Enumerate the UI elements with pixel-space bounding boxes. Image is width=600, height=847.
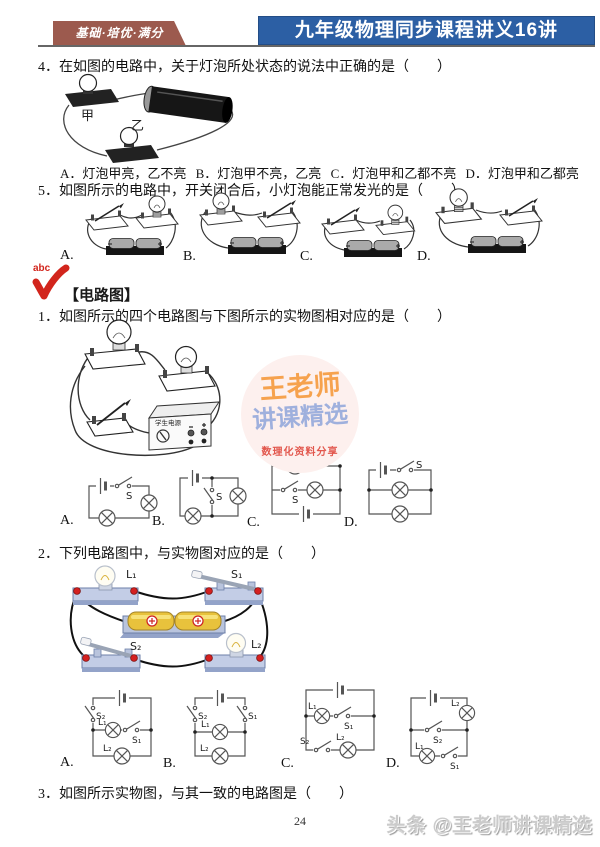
q5-text: 5．如图所示的电路中，开关闭合后，小灯泡能正常发光的是（ ） [38,184,465,199]
q4-text: 4．在如图的电路中，关于灯泡所处状态的说法中正确的是（ ） [38,60,451,75]
q5-label-d: D. [417,249,431,264]
s1-label: S₁ [450,762,460,772]
q2-label-a: A. [60,755,74,770]
s2-label: S₂ [96,712,106,722]
s2-label: S₂ [198,712,208,722]
label-yi: 乙 [131,118,144,133]
q1-circuit-photo: 学生电源 [69,319,221,456]
q5-label-a: A. [60,248,74,263]
abc-marker-text: abc [33,263,51,274]
q2-diagram-a: S₂ L₁ S₁ L₂ [84,687,153,765]
s2-label: S₂ [300,737,310,747]
l2-label: L₂ [451,699,460,709]
switch-label: S [416,460,422,471]
q4-circuit-photo: 甲 乙 [63,73,234,163]
q1-diagram-c: S [271,457,342,525]
battery-cell [143,85,233,123]
q4-option-a: A．灯泡甲亮，乙不亮 [60,166,187,181]
power-box-front [148,413,212,451]
q4-option-b: B．灯泡甲不亮，乙亮 [195,166,322,181]
bulb-1 [106,319,132,345]
l1-label: L₁ [308,702,317,712]
bulb-jia [78,73,98,93]
toutiao-watermark: 头条 @王老师讲课精选 [386,815,592,836]
switch-label: S [292,495,298,506]
s1-label: S₁ [248,712,258,722]
l2-label: L₂ [251,638,262,651]
q5-figure-d [428,194,558,254]
q4-options: A．灯泡甲亮，乙不亮 B．灯泡甲不亮，乙亮 C．灯泡甲和乙都不亮 D．灯泡甲和乙… [60,163,585,182]
q1-label-a: A. [60,513,74,528]
switch-plate [86,417,134,437]
s2-label: S₂ [433,736,443,746]
q2-label-b: B. [163,756,176,771]
s1-label: S₁ [344,722,354,732]
q1-label-c: C. [247,515,260,530]
q5-label-b: B. [183,249,196,264]
header-left-badge: 基础·培优·满分 [53,21,186,46]
checkmark-icon [32,264,70,300]
q1-diagram-a: S [88,475,158,527]
l2-label: L₂ [200,744,209,754]
header-divider [38,45,595,47]
q2-diagram-b: S₂ S₁ L₁ L₂ [186,687,258,765]
header-right-badge: 九年级物理同步课程讲义16讲 [258,16,595,45]
s2-label: S₂ [130,640,141,653]
l1-label: L₁ [126,568,137,581]
q1-label-d: D. [344,515,358,530]
q1-diagram-d: S [367,459,433,523]
q4-option-d: D．灯泡甲和乙都亮 [465,166,579,181]
l1-label: L₁ [415,742,424,752]
bulb-yi [119,126,139,146]
l1-label: L₁ [98,718,107,728]
section-title: 【电路图】 [64,288,140,304]
q4-option-c: C．灯泡甲和乙都不亮 [330,166,457,181]
l2-label: L₂ [336,733,345,743]
s1-label: S₁ [132,736,142,746]
bulb-base-yi [105,145,159,163]
q5-figure-c [312,200,432,258]
s1-label: S₁ [231,568,242,581]
q5-figure-a [74,198,194,256]
q2-diagram-c: L₁ S₁ S₂ L₂ [300,679,376,759]
q2-circuit-photo: L₁ S₁ S₂ [69,565,269,672]
power-box-label: 学生电源 [155,418,182,427]
l1-label: L₁ [201,720,210,730]
q2-text: 2．下列电路图中，与实物图对应的是（ ） [38,547,325,562]
q1-label-b: B. [152,514,165,529]
q2-diagram-d: L₂ S₂ L₁ S₁ [409,687,476,772]
page-number: 24 [294,814,306,828]
bulb-base-jia [65,89,119,107]
l2-label: L₂ [103,744,112,754]
bulb-2 [174,345,198,369]
q1-text: 1．如图所示的四个电路图与下图所示的实物图相对应的是（ ） [38,310,451,325]
q2-label-d: D. [386,756,400,771]
switch-label: S [126,491,132,502]
q3-text: 3．如图所示实物图，与其一致的电路图是（ ） [38,787,353,802]
switch-label: S [216,492,222,503]
q1-diagram-b: S [179,467,247,525]
q5-label-c: C. [300,249,313,264]
label-jia: 甲 [81,108,94,123]
bulb-plate-1 [84,348,146,370]
q2-label-c: C. [281,756,294,771]
q5-figure-b [192,196,312,255]
